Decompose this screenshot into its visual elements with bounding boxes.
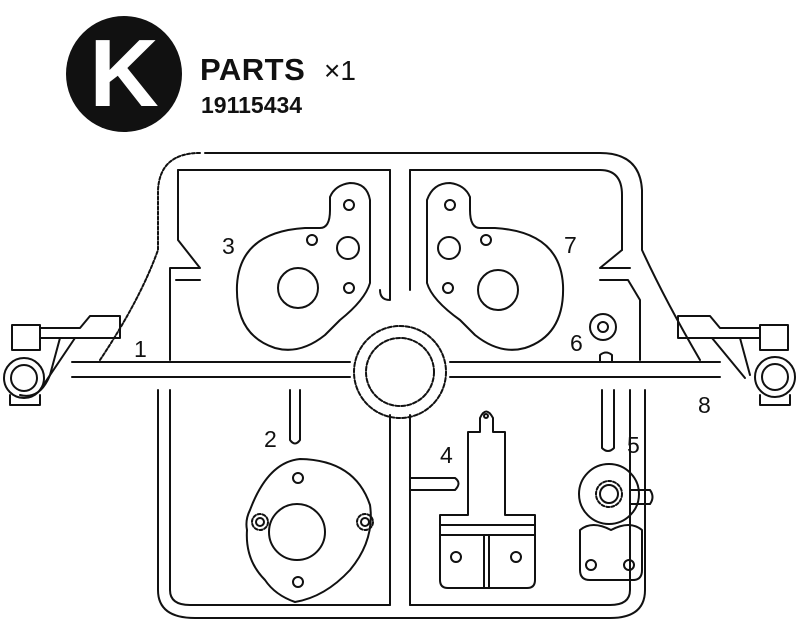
sprue-frame xyxy=(71,152,721,619)
sprue-letter-badge: K xyxy=(66,16,182,132)
sprue-letter: K xyxy=(89,20,159,127)
parts-quantity: ×1 xyxy=(324,55,356,86)
part-4-post-bracket xyxy=(439,410,536,589)
parts-header: K PARTS ×1 19115434 xyxy=(0,0,800,140)
part-3-motor-plate xyxy=(235,182,371,351)
part-number-1: 1 xyxy=(134,336,147,362)
part-number-3: 3 xyxy=(222,233,235,259)
part-number-8: 8 xyxy=(698,392,711,418)
part-code: 19115434 xyxy=(201,92,303,118)
parts-title: PARTS xyxy=(200,52,306,87)
part-2-mount-plate xyxy=(245,458,374,603)
part-1-arm-bracket xyxy=(3,315,121,406)
part-number-4: 4 xyxy=(440,442,453,468)
part-5-hub-mount xyxy=(578,463,643,581)
part-number-7: 7 xyxy=(564,232,577,258)
part-8-arm-bracket xyxy=(677,315,796,406)
part-number-6: 6 xyxy=(570,330,583,356)
part-number-5: 5 xyxy=(627,432,640,458)
part-number-2: 2 xyxy=(264,426,277,452)
part-7-motor-plate xyxy=(426,182,565,351)
part-6-washer xyxy=(589,313,617,341)
